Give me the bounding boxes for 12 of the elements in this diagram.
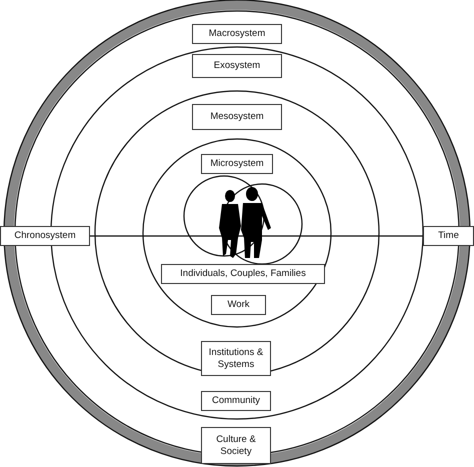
label-box: Exosystem: [192, 54, 282, 78]
label-box: Mesosystem: [192, 104, 282, 130]
label-box: Chronosystem: [0, 226, 90, 246]
label-box: Individuals, Couples, Families: [161, 264, 325, 284]
label-box: Community: [201, 391, 271, 411]
label-box: Culture & Society: [201, 427, 271, 464]
label-box: Work: [211, 295, 266, 315]
label-box: Microsystem: [201, 154, 273, 174]
label-box: Macrosystem: [192, 24, 282, 44]
connector-line: [90, 235, 423, 237]
label-box: Time: [423, 226, 474, 246]
label-box: Institutions & Systems: [201, 341, 271, 376]
